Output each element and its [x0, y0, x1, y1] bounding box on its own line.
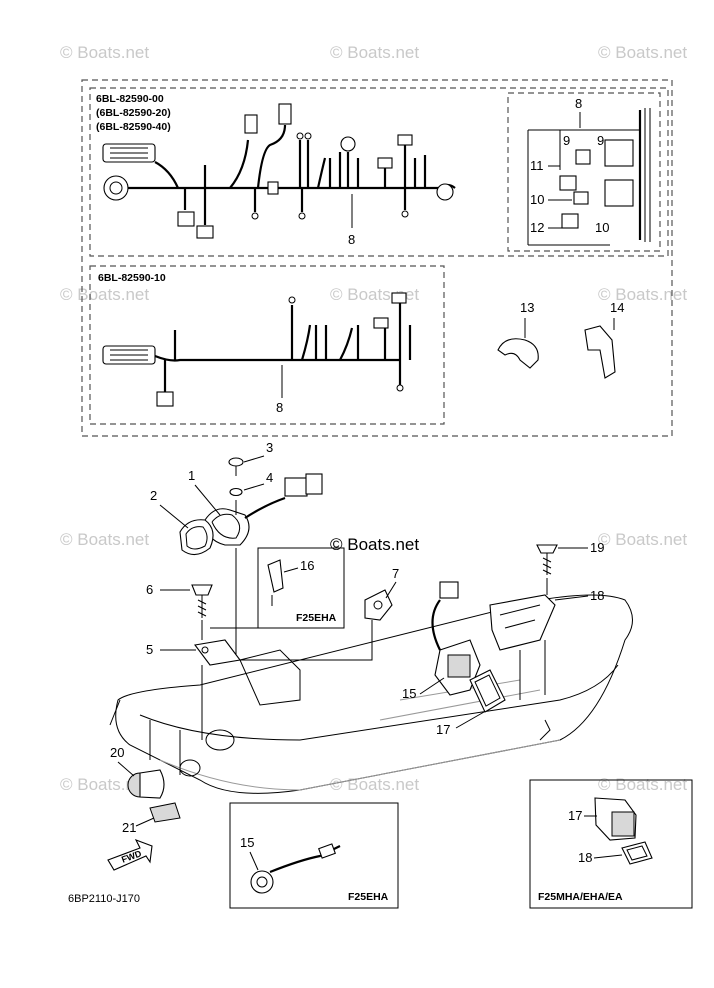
part-21-label: 21 — [122, 802, 181, 835]
callout-11: 11 — [530, 158, 544, 173]
relay-block — [397, 134, 413, 146]
watermark: © Boats.net — [330, 775, 419, 794]
callout-16: 16 — [300, 558, 314, 573]
callout-9: 9 — [563, 133, 570, 148]
callout-10: 10 — [595, 220, 609, 235]
callout-21: 21 — [122, 820, 136, 835]
callout-18: 17 — [436, 722, 450, 737]
watermark: © Boats.net — [60, 43, 149, 62]
inset-label: F25EHA — [296, 612, 337, 624]
harness-clamp — [267, 181, 279, 195]
bottom-cowling — [109, 594, 633, 794]
callout-18: 18 — [578, 850, 592, 865]
callout-17: 15 — [402, 686, 416, 701]
connector-detail: 8 9 9 11 10 12 10 — [527, 96, 651, 246]
callout-19: 18 — [590, 588, 604, 603]
callout-15: 20 — [110, 745, 124, 760]
watermark: © Boats.net — [60, 285, 149, 304]
watermark: © Boats.net — [598, 285, 687, 304]
part-7-connector: 7 — [240, 566, 399, 661]
connector-detail-box — [507, 92, 661, 252]
connector-pin — [559, 175, 577, 191]
small-connector — [156, 391, 174, 407]
wire-harness-bottom: 8 — [102, 292, 412, 415]
callout-7: 7 — [392, 566, 399, 581]
part-3-screw: 3 — [228, 440, 273, 476]
harness-clip-13: 13 — [497, 300, 539, 369]
center-watermark: © Boats.net — [330, 535, 419, 554]
watermark: © Boats.net — [598, 43, 687, 62]
part-17-switch: 15 — [402, 581, 481, 701]
harness-part-number: 6BL-82590-10 — [98, 272, 166, 284]
callout-8: 8 — [276, 400, 283, 415]
part-6-bolt: 6 — [146, 582, 213, 740]
inset-f25eha-part-16: 16 F25EHA — [210, 547, 345, 629]
watermark: © Boats.net — [60, 775, 149, 794]
callout-4: 4 — [266, 470, 273, 485]
callout-8: 8 — [575, 96, 582, 111]
part-1-grommet-plate: 1 — [188, 468, 323, 546]
connector-plug — [439, 581, 459, 599]
callout-9: 9 — [597, 133, 604, 148]
small-connector — [177, 211, 195, 227]
harness-clip-14: 14 — [584, 300, 624, 379]
part-19-holder: 18 — [489, 588, 604, 700]
inset-label: F25EHA — [348, 891, 389, 903]
watermark: © Boats.net — [60, 530, 149, 549]
relay-block — [391, 292, 407, 304]
connector-housing — [604, 179, 634, 207]
callout-10: 10 — [530, 192, 544, 207]
ground-terminal — [436, 183, 454, 201]
callout-5: 5 — [146, 642, 153, 657]
part-2-gasket: 2 — [150, 488, 214, 556]
callout-3: 3 — [266, 440, 273, 455]
callout-1: 1 — [188, 468, 195, 483]
callout-20: 19 — [590, 540, 604, 555]
harness-part-number: (6BL-82590-40) — [96, 121, 171, 133]
harness-bottom-box — [89, 265, 445, 425]
terminal-connector — [244, 114, 258, 134]
watermark: © Boats.net — [330, 43, 419, 62]
watermark: © Boats.net — [598, 775, 687, 794]
harness-part-number: (6BL-82590-20) — [96, 107, 171, 119]
inset-label: F25MHA/EHA/EA — [538, 891, 623, 903]
harness-top-box — [89, 87, 669, 257]
connector-pin — [561, 213, 579, 229]
harness-part-number: 6BL-82590-00 — [96, 93, 164, 105]
callout-8: 8 — [348, 232, 355, 247]
connector-housing — [604, 139, 634, 167]
harness-group-box — [81, 79, 673, 437]
round-connector — [103, 175, 129, 201]
diagram-code: 6BP2110-J170 — [68, 893, 140, 905]
terminal-connector — [278, 103, 292, 125]
relay-block — [373, 317, 389, 329]
callout-2: 2 — [150, 488, 157, 503]
part-18-seal: 17 — [436, 669, 506, 737]
connector-plug — [305, 473, 323, 495]
connector-pin — [575, 149, 591, 165]
part-4-washer: 4 — [229, 470, 273, 497]
callout-14: 14 — [610, 300, 624, 315]
connector-plug — [318, 843, 336, 859]
callout-17: 17 — [568, 808, 582, 823]
fwd-arrow: FWD — [107, 838, 153, 871]
relay-block — [377, 157, 393, 169]
watermark: © Boats.net — [598, 530, 687, 549]
inset-f25eha-part-15: 15 F25EHA — [229, 802, 399, 909]
callout-13: 13 — [520, 300, 534, 315]
inset-f25mha: 17 18 F25MHA/EHA/EA — [529, 779, 693, 909]
wire-harness-top: 8 — [102, 103, 456, 247]
connector-plug — [284, 477, 308, 497]
part-5-bracket: 5 — [146, 639, 241, 666]
part-15-plug: 20 — [110, 745, 165, 799]
part-20-screw: 19 — [536, 540, 604, 595]
connector-pin — [573, 191, 589, 205]
sensor-bulb — [340, 136, 356, 152]
callout-15: 15 — [240, 835, 254, 850]
callout-12: 12 — [530, 220, 544, 235]
callout-6: 6 — [146, 582, 153, 597]
small-connector — [196, 225, 214, 239]
